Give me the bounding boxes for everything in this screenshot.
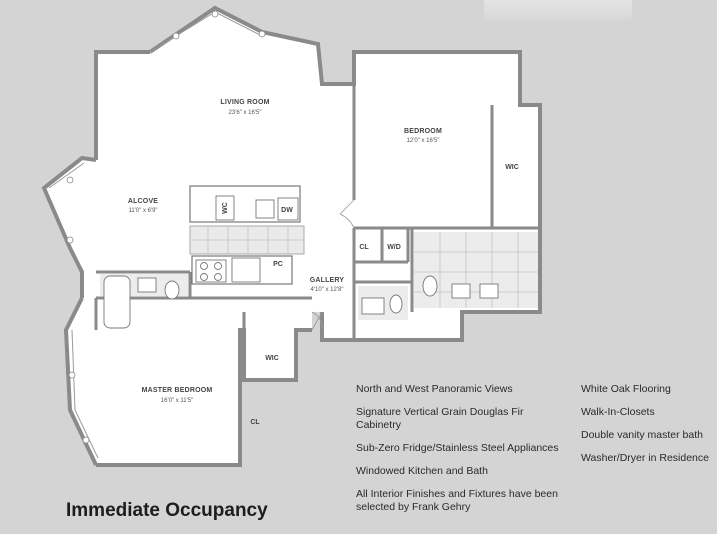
cl-master-label: CL bbox=[250, 419, 260, 426]
door-swings bbox=[311, 199, 355, 331]
feature-item: Sub-Zero Fridge/Stainless Steel Applianc… bbox=[356, 442, 559, 454]
feature-item: Walk-In-Closets bbox=[581, 406, 655, 418]
bedroom-dims: 12'0" x 16'5" bbox=[407, 138, 440, 144]
alcove-label: ALCOVE bbox=[128, 198, 158, 205]
master-bedroom-dims: 16'0" x 11'5" bbox=[161, 398, 193, 404]
cl-gallery-label: CL bbox=[359, 244, 369, 251]
living-room-dims: 23'6" x 16'5" bbox=[229, 110, 262, 116]
wc-label: WC bbox=[222, 202, 229, 214]
window-mullions bbox=[66, 10, 266, 444]
dw-label: DW bbox=[281, 207, 293, 214]
features-list-right: White Oak Flooring Walk-In-Closets Doubl… bbox=[581, 383, 709, 475]
features-list-left: North and West Panoramic Views Signature… bbox=[356, 383, 571, 524]
bedroom-label: BEDROOM bbox=[404, 128, 442, 135]
feature-item: Windowed Kitchen and Bath bbox=[356, 465, 488, 477]
gallery-label: GALLERY bbox=[310, 277, 345, 284]
kitchen bbox=[189, 185, 305, 285]
master-bath bbox=[414, 232, 538, 308]
powder-room bbox=[358, 286, 408, 320]
feature-item: Signature Vertical Grain Douglas Fir Cab… bbox=[356, 406, 524, 431]
wic-master-label: WIC bbox=[265, 355, 279, 362]
interior-walls bbox=[94, 84, 540, 340]
feature-item: All Interior Finishes and Fixtures have … bbox=[356, 488, 558, 513]
gallery-dims: 4'10" x 12'8" bbox=[311, 287, 344, 293]
pc-label: PC bbox=[273, 261, 283, 268]
washer-dryer-label: W/D bbox=[387, 244, 401, 251]
living-room-label: LIVING ROOM bbox=[220, 99, 269, 106]
occupancy-headline: Immediate Occupancy bbox=[66, 500, 268, 521]
feature-item: North and West Panoramic Views bbox=[356, 383, 513, 395]
feature-item: Double vanity master bath bbox=[581, 429, 703, 441]
wic-bedroom-label: WIC bbox=[505, 164, 519, 171]
feature-item: Washer/Dryer in Residence bbox=[581, 452, 709, 464]
exterior-wall bbox=[94, 5, 542, 467]
master-bedroom-label: MASTER BEDROOM bbox=[142, 387, 213, 394]
west-bath bbox=[100, 274, 188, 329]
alcove-dims: 11'0" x 6'9" bbox=[128, 208, 157, 214]
west-curved-wall bbox=[41, 155, 98, 466]
top-smudge bbox=[484, 0, 632, 20]
feature-item: White Oak Flooring bbox=[581, 383, 671, 395]
